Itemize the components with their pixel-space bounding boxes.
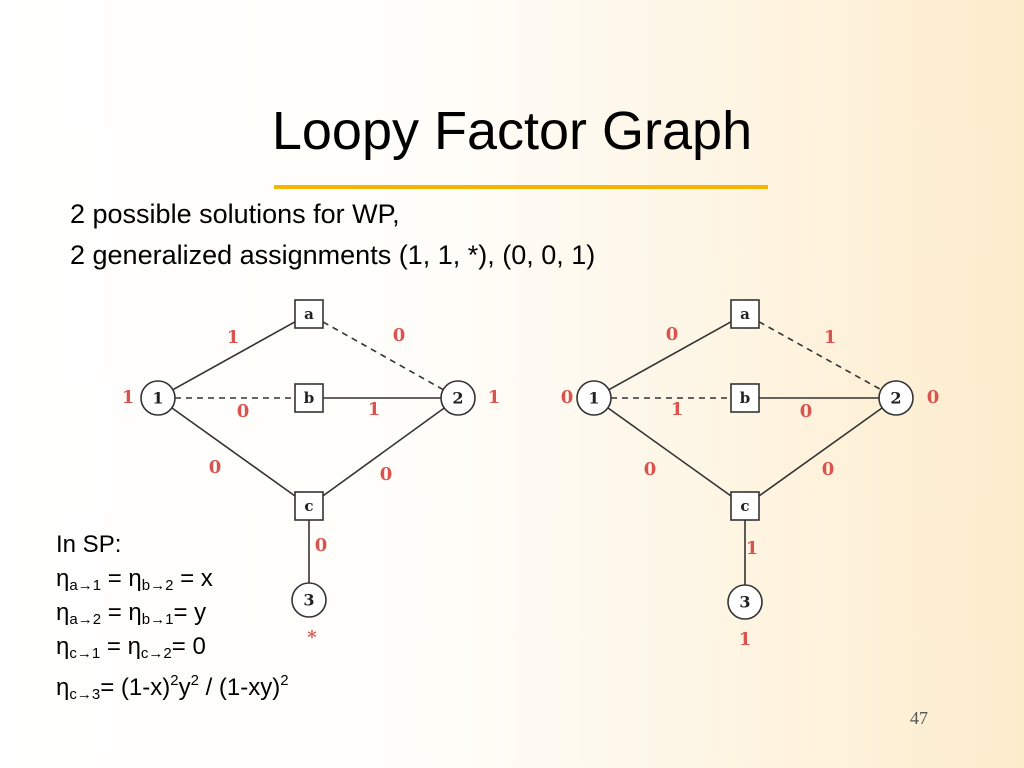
factor-node-a <box>730 299 760 329</box>
edge-label-1-b: 1 <box>671 399 684 420</box>
sp-heading: In SP: <box>56 531 122 558</box>
variable-value-1: 1 <box>122 387 135 408</box>
factor-node-c <box>730 491 760 521</box>
edge-label-a-2: 1 <box>824 327 837 348</box>
variable-label-2: 2 <box>452 389 463 408</box>
sp-equation-3: ηc→1 = ηc→2= 0 <box>56 633 206 662</box>
variable-node-3 <box>727 584 763 620</box>
variable-node-1 <box>576 380 612 416</box>
edge-label-b-2: 1 <box>368 399 381 420</box>
factor-label-c: c <box>740 497 749 515</box>
variable-value-3: 1 <box>739 629 752 650</box>
variable-node-1 <box>140 380 176 416</box>
edge-label-1-c: 0 <box>644 459 657 480</box>
edge-c-2 <box>322 407 445 497</box>
variable-value-2: 0 <box>927 387 940 408</box>
edge-label-b-2: 0 <box>800 401 813 422</box>
edge-label-1-c: 0 <box>209 457 222 478</box>
factor-label-b: b <box>740 389 751 407</box>
edge-c-2 <box>758 407 883 497</box>
edge-label-c-2: 0 <box>822 459 835 480</box>
edge-1-a <box>172 321 296 391</box>
sp-equation-4: ηc→3= (1-x)2y2 / (1-xy)2 <box>56 672 289 703</box>
subtitle-line-1: 2 possible solutions for WP, <box>70 199 400 229</box>
title-underline <box>274 185 768 189</box>
factor-node-a <box>294 299 324 329</box>
variable-label-1: 1 <box>588 389 599 408</box>
edge-label-c-3: 1 <box>746 538 759 559</box>
edge-label-a-2: 0 <box>393 325 406 346</box>
subtitle-line-2: 2 generalized assignments (1, 1, *), (0,… <box>70 240 596 270</box>
variable-label-2: 2 <box>890 389 901 408</box>
factor-label-a: a <box>304 305 314 323</box>
variable-node-2 <box>878 380 914 416</box>
variable-value-2: 1 <box>488 387 501 408</box>
edge-label-1-a: 0 <box>666 324 679 345</box>
factor-node-b <box>730 383 760 413</box>
edge-a-2 <box>758 321 882 391</box>
variable-label-3: 3 <box>739 593 750 612</box>
factor-node-b <box>294 383 324 413</box>
factor-label-c: c <box>304 497 313 515</box>
variable-value-1: 0 <box>561 387 574 408</box>
sp-equation-2: ηa→2 = ηb→1= y <box>56 599 207 628</box>
variable-node-3 <box>291 582 327 618</box>
variable-label-1: 1 <box>152 389 163 408</box>
edge-1-c <box>171 407 296 497</box>
sp-equation-1: ηa→1 = ηb→2 = x <box>56 565 213 594</box>
variable-node-2 <box>440 380 476 416</box>
edge-1-c <box>607 407 732 497</box>
factor-node-c <box>294 491 324 521</box>
edge-a-2 <box>322 321 444 391</box>
edge-1-a <box>608 321 732 391</box>
variable-label-3: 3 <box>303 591 314 610</box>
factor-label-b: b <box>304 389 315 407</box>
slide-number: 47 <box>910 708 928 728</box>
factor-label-a: a <box>740 305 750 323</box>
variable-value-3: * <box>307 627 317 648</box>
edge-label-c-2: 0 <box>380 464 393 485</box>
sp-equations: In SP: ηa→1 = ηb→2 = x ηa→2 = ηb→1= y ηc… <box>56 528 289 703</box>
edge-label-c-3: 0 <box>315 535 328 556</box>
slide-title: Loopy Factor Graph <box>271 101 753 161</box>
edge-label-1-a: 1 <box>227 327 240 348</box>
edge-label-1-b: 0 <box>237 401 250 422</box>
